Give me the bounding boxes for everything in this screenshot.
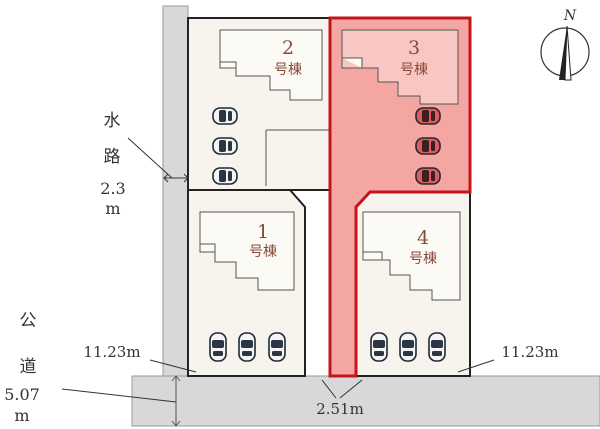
waterway-strip: [162, 5, 189, 377]
waterway-label-1: 水: [104, 111, 121, 131]
waterway-leader: [127, 137, 173, 179]
waterway-label-2: 路: [104, 147, 121, 167]
north-compass: N: [540, 8, 590, 81]
house-2-footprint: [219, 29, 323, 101]
road-unit: m: [14, 406, 29, 425]
house-4-footprint: [362, 211, 461, 301]
compass-north-label: N: [563, 8, 577, 24]
house-1-footprint: [199, 211, 295, 291]
house-3-footprint: [341, 29, 459, 105]
waterway-unit: m: [105, 199, 120, 218]
lot-4-number: 4: [417, 227, 429, 249]
frontage-right: 11.23m: [501, 343, 558, 361]
lot-3-number: 3: [408, 37, 420, 59]
frontage-left: 11.23m: [83, 343, 140, 361]
road-label-2: 道: [20, 357, 37, 377]
road-width: 5.07: [4, 385, 40, 404]
road-label-1: 公: [20, 311, 37, 331]
waterway-width: 2.3: [100, 179, 125, 198]
frontage-flag: 2.51m: [316, 400, 364, 418]
compass-needle-icon: [564, 25, 572, 81]
road-leader: [61, 388, 177, 403]
lot-1-number: 1: [257, 221, 269, 243]
lot-1-unit: 号棟: [249, 244, 277, 260]
lot-2-unit: 号棟: [274, 62, 302, 78]
lot-2-number: 2: [282, 37, 294, 59]
lot-3-unit: 号棟: [400, 62, 428, 78]
road-strip: [131, 375, 600, 427]
lot-4-unit: 号棟: [409, 251, 437, 267]
